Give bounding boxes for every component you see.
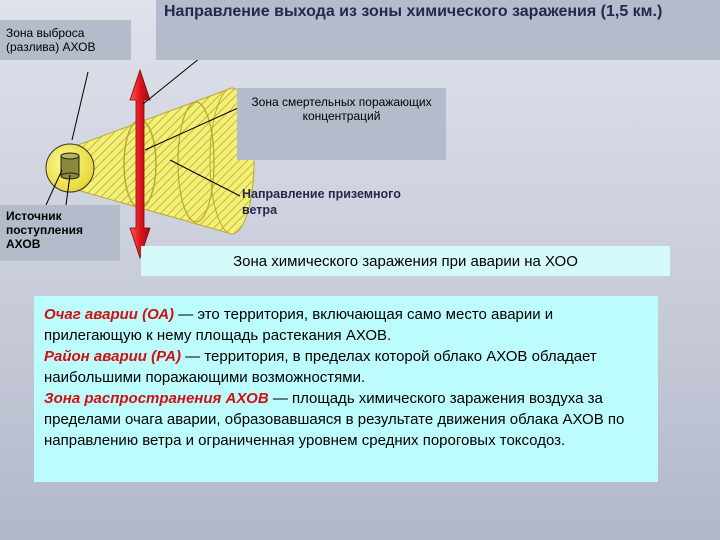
definition-text: — территория, в пределах которой облако … bbox=[44, 348, 597, 386]
release-zone-label: Зона выброса (разлива) АХОВ bbox=[0, 20, 131, 60]
inner-zone-ellipse bbox=[177, 101, 215, 223]
source-label: Источник поступления АХОВ bbox=[0, 205, 120, 261]
definition-item: Район аварии (РА) — территория, в предел… bbox=[44, 346, 648, 388]
pointer-source bbox=[45, 169, 63, 206]
definitions-panel: Очаг аварии (ОА) — это территория, включ… bbox=[34, 296, 658, 482]
exit-direction-title: Направление выхода из зоны химического з… bbox=[156, 0, 720, 60]
lethal-zone-label: Зона смертельных поражающих концентраций bbox=[237, 88, 446, 160]
pointer-wind bbox=[169, 159, 241, 197]
pointer-lethal bbox=[144, 107, 239, 151]
pointer-title bbox=[142, 57, 201, 105]
definition-text: — это территория, включающая само место … bbox=[44, 306, 554, 344]
pointer-source-2 bbox=[65, 174, 71, 206]
definition-item: Зона распространения АХОВ — площадь хими… bbox=[44, 388, 648, 451]
pointer-release bbox=[71, 71, 89, 141]
wind-direction-label: Направление приземного ветра bbox=[242, 187, 401, 217]
definition-term: Район аварии (РА) bbox=[44, 348, 181, 365]
definition-term: Зона распространения АХОВ bbox=[44, 390, 269, 407]
contamination-zone-caption: Зона химического заражения при аварии на… bbox=[141, 246, 670, 276]
definition-text: — площадь химического заражения воздуха … bbox=[44, 390, 625, 449]
definition-term: Очаг аварии (ОА) bbox=[44, 306, 175, 323]
definition-item: Очаг аварии (ОА) — это территория, включ… bbox=[44, 304, 648, 346]
exit-direction-arrow bbox=[129, 68, 151, 260]
